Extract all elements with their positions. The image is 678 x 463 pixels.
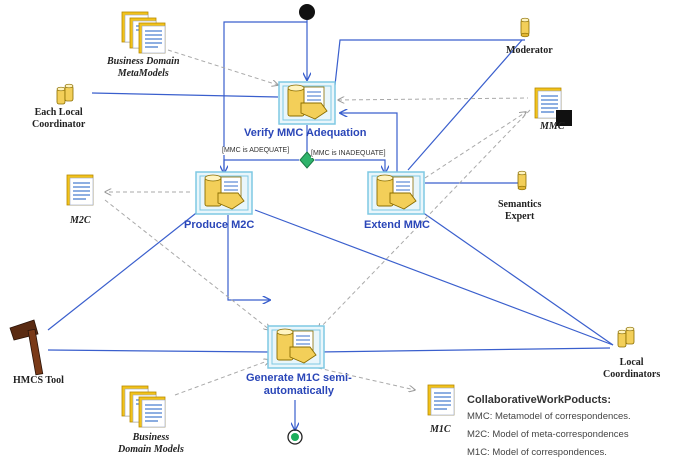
legend-title: CollaborativeWorkPoducts: [467,394,612,406]
extend-mmc-label: Extend MMC [364,219,430,231]
activity-extend-mmc [367,171,425,215]
semantics-expert-role-icon [517,170,527,191]
each-local-coordinator-label: Each Local Coordinator [32,107,86,130]
hmcs-tool-label: HMCS Tool [13,375,64,386]
legend: CollaborativeWorkPoducts: MMC: Metamodel… [467,394,631,458]
product-flow-lines [105,49,531,396]
legend-item-m1c: M1C: Model of correspondences. [467,447,607,458]
hammer-icon [9,319,44,376]
activity-produce-m2c [195,171,253,215]
activity-verify-mmc-adequation [278,81,336,125]
local-coordinators-label: Local Coordinators [603,357,661,380]
legend-item-m2c: M2C: Model of meta-correspondences [467,429,629,440]
control-flow-lines [47,20,614,430]
business-domain-models-icon [121,385,166,428]
moderator-role-icon [520,17,530,38]
mmc-label: MMC [540,121,565,132]
each-local-coordinator-role-icon [56,83,74,105]
guard-inadequate: [MMC is INADEQUATE] [311,150,386,159]
business-domain-models-label: Business Domain Models [118,432,184,455]
m2c-label: M2C [70,215,91,226]
produce-m2c-label: Produce M2C [184,219,255,231]
activity-generate-m1c [267,325,325,369]
redaction-mark [556,110,572,126]
end-node [287,429,303,445]
business-domain-metamodels-icon [121,11,166,54]
local-coordinators-role-icon [617,326,635,348]
m1c-label: M1C [430,424,451,435]
generate-m1c-label: Generate M1C semi- automatically [246,372,352,397]
m2c-document-icon [66,174,94,206]
semantics-expert-label: Semantics Expert [498,199,542,222]
verify-mmc-adequation-label: Verify MMC Adequation [244,127,367,139]
legend-item-mmc: MMC: Metamodel of correspondences. [467,411,631,422]
start-node [299,4,315,20]
guard-adequate: [MMC is ADEQUATE] [222,147,290,156]
moderator-label: Moderator [506,45,553,56]
m1c-document-icon [427,384,455,416]
business-domain-metamodels-label: Business Domain MetaModels [107,56,180,79]
